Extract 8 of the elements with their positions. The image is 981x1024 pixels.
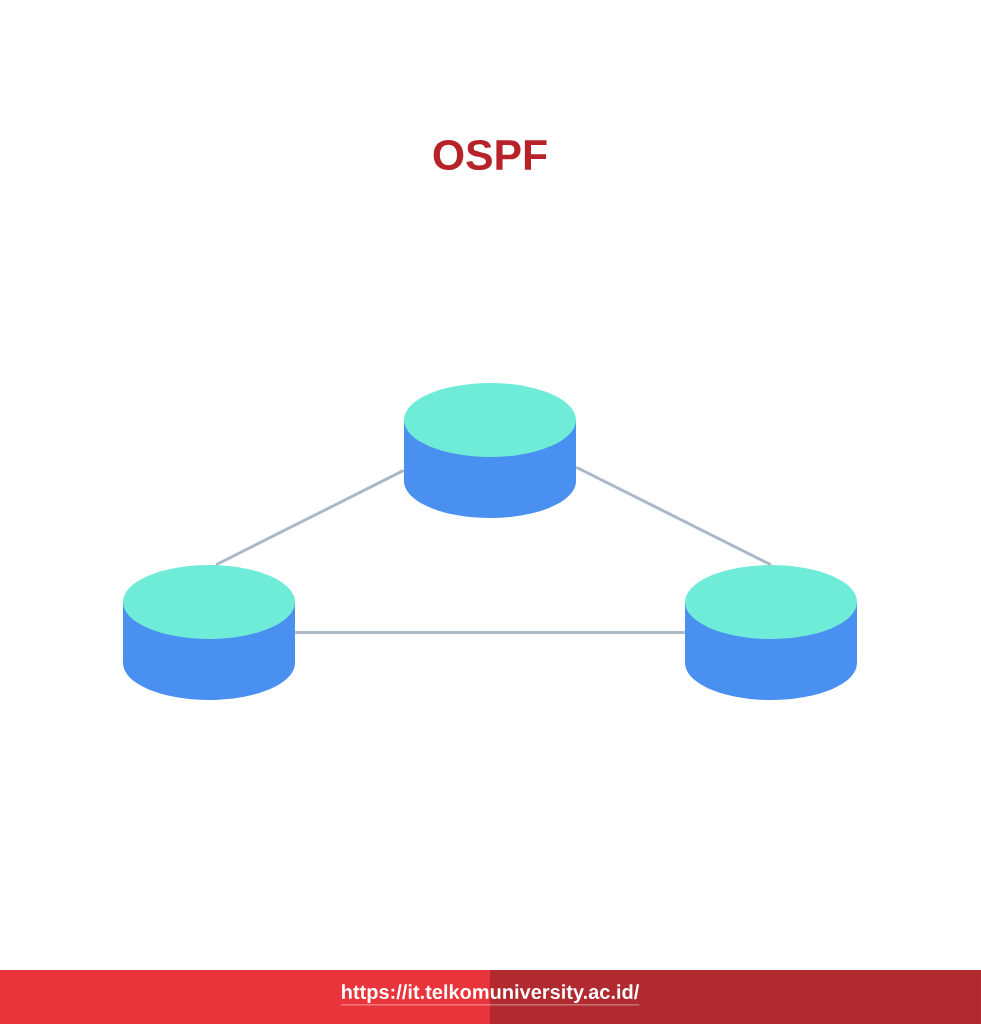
router-cylinder bbox=[685, 565, 857, 700]
connection-line bbox=[215, 469, 405, 567]
url-link: https://it.telkomuniversity.ac.id/ bbox=[340, 984, 640, 1006]
connection-line bbox=[575, 465, 772, 567]
title: OSPF bbox=[433, 139, 547, 171]
connection-line bbox=[295, 631, 685, 634]
router-cylinder bbox=[404, 383, 576, 518]
router-cylinder bbox=[123, 565, 295, 700]
